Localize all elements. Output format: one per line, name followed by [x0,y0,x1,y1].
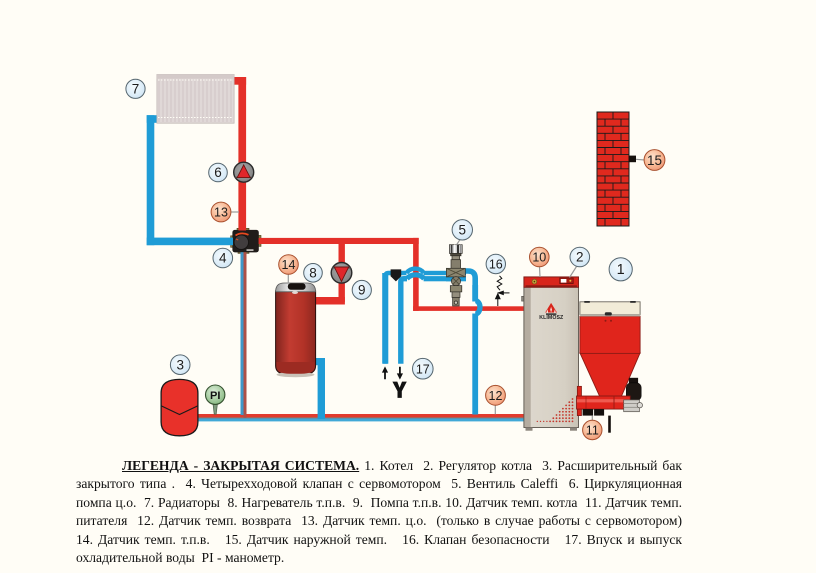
svg-text:16: 16 [489,258,503,272]
svg-text:7: 7 [132,81,140,96]
svg-text:1: 1 [617,262,625,278]
svg-text:8: 8 [309,265,317,280]
svg-text:17: 17 [416,362,430,376]
svg-text:KLIMOSZ: KLIMOSZ [539,315,564,321]
svg-text:2: 2 [576,250,584,265]
svg-text:5: 5 [459,222,467,237]
svg-text:6: 6 [214,165,222,180]
svg-text:PI: PI [210,390,220,402]
svg-text:4: 4 [219,251,227,266]
svg-text:11: 11 [586,424,599,438]
svg-text:15: 15 [647,153,662,168]
svg-text:9: 9 [358,283,366,298]
svg-text:12: 12 [489,389,503,403]
svg-text:14: 14 [282,258,296,272]
svg-text:13: 13 [214,206,228,220]
svg-text:3: 3 [176,357,184,372]
svg-text:10: 10 [532,251,546,265]
